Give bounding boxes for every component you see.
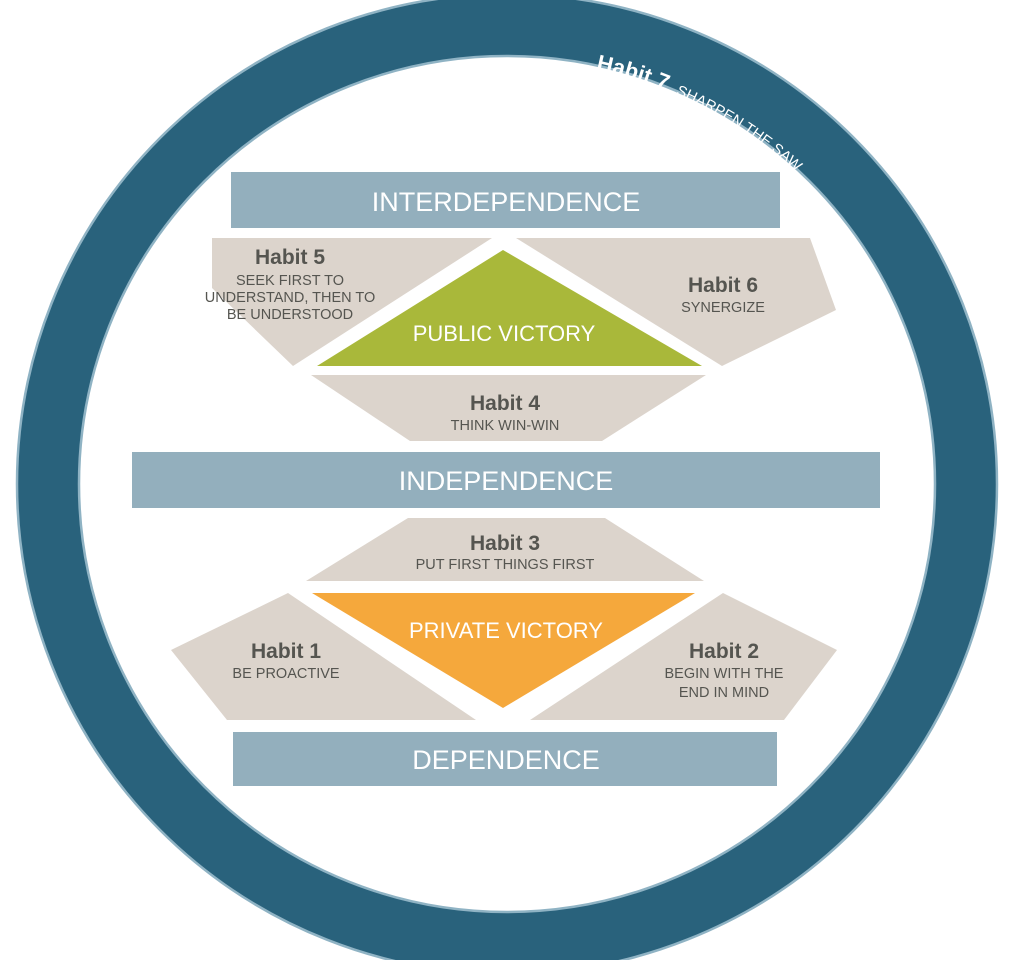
habit-2-desc-line-1: BEGIN WITH THE — [665, 666, 784, 682]
habit-4-name: Habit 4 — [470, 392, 540, 415]
habit-3-shape — [306, 518, 704, 581]
habit-6-name: Habit 6 — [688, 274, 758, 297]
habit-5-desc-line-2: UNDERSTAND, THEN TO — [205, 290, 376, 306]
public-victory-shape — [317, 250, 702, 366]
habit-2-name: Habit 2 — [689, 640, 759, 663]
habit-5-name: Habit 5 — [255, 246, 325, 269]
habit-6-shape — [516, 238, 836, 366]
label-interdependence: INTERDEPENDENCE — [372, 187, 641, 217]
band-independence — [132, 452, 880, 508]
habit-2-shape — [530, 593, 837, 720]
label-independence: INDEPENDENCE — [399, 466, 614, 496]
habit-3-name: Habit 3 — [470, 532, 540, 555]
public-victory-label: PUBLIC VICTORY — [413, 321, 596, 346]
habit-3-desc-line-1: PUT FIRST THINGS FIRST — [416, 557, 595, 573]
habit-4-desc-line-1: THINK WIN-WIN — [451, 418, 560, 434]
habit-2-desc-line-2: END IN MIND — [679, 685, 769, 701]
private-victory-label: PRIVATE VICTORY — [409, 618, 603, 643]
private-victory-shape — [312, 593, 695, 708]
inner-ring-edge — [77, 54, 937, 914]
habit-5-desc-line-3: BE UNDERSTOOD — [227, 307, 353, 323]
band-dependence — [233, 732, 777, 786]
habit-1-shape — [171, 593, 476, 720]
outer-ring-edge — [15, 0, 999, 960]
habit-1-name: Habit 1 — [251, 640, 321, 663]
band-interdependence — [231, 172, 780, 228]
label-dependence: DEPENDENCE — [412, 745, 600, 775]
habit-5-shape — [212, 238, 492, 366]
habit-1-desc-line-1: BE PROACTIVE — [232, 666, 339, 682]
habit-4-shape — [311, 375, 706, 441]
outer-ring — [17, 0, 997, 960]
habit-6-desc-line-1: SYNERGIZE — [681, 300, 765, 316]
habit-5-desc-line-1: SEEK FIRST TO — [236, 273, 344, 289]
